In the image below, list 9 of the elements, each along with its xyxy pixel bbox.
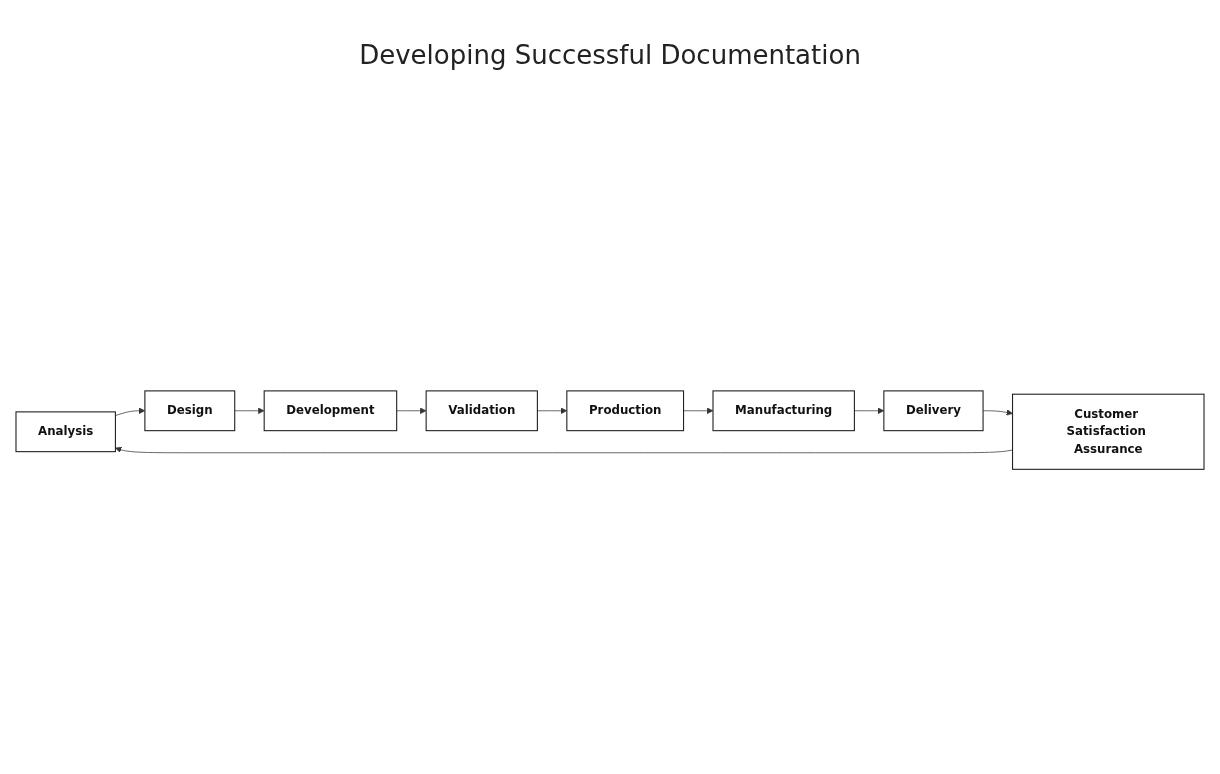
node-box: Validation <box>425 390 538 432</box>
node-box: Production <box>566 390 685 432</box>
diagram-title: Developing Successful Documentation <box>358 40 862 70</box>
node-box: Manufacturing <box>712 390 855 432</box>
node-box: Design <box>144 390 236 432</box>
node-box: Development <box>263 390 398 432</box>
node-box: Analysis <box>15 411 116 453</box>
node-box: Customer Satisfaction Assurance <box>1012 393 1205 470</box>
node-box: Delivery <box>883 390 984 432</box>
